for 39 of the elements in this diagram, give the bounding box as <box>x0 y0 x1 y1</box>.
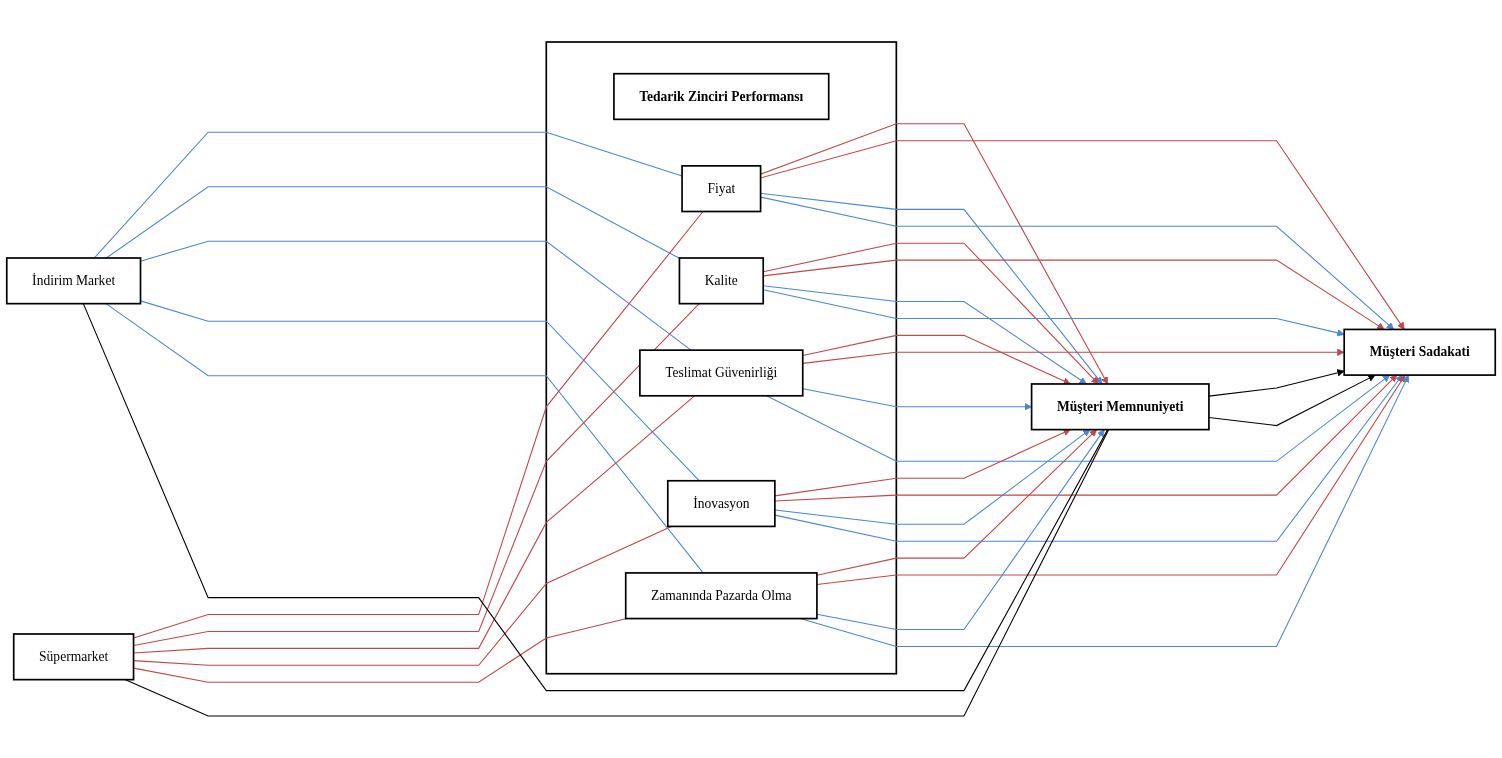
arrow <box>1208 369 1345 397</box>
node-box: Fiyat <box>681 165 762 213</box>
arrow <box>816 374 1406 585</box>
arrow <box>766 374 1391 462</box>
arrow <box>760 196 1395 330</box>
node-box: İndirim Market <box>5 257 142 305</box>
node-box: Kalite <box>678 257 765 305</box>
arrow <box>802 388 1032 411</box>
connector <box>133 395 696 654</box>
node-box: İnovasyon <box>666 479 776 528</box>
connector <box>133 210 704 639</box>
connector <box>139 300 700 482</box>
connector <box>133 525 672 666</box>
arrow <box>774 374 1398 502</box>
connector <box>93 131 683 259</box>
node-box: Süpermarket <box>12 633 135 681</box>
arrow <box>1208 374 1376 427</box>
node-box: Müşteri Memnuniyeti <box>1030 383 1210 431</box>
connector <box>105 186 680 259</box>
connector <box>105 303 704 574</box>
node-box: Teslimat Güvenirliği <box>639 349 804 397</box>
arrow <box>802 348 1345 364</box>
connector <box>124 429 1110 717</box>
arrow <box>774 429 1071 497</box>
arrow <box>816 429 1105 631</box>
connector <box>82 303 1109 692</box>
arrow <box>774 429 1091 525</box>
arrow <box>816 429 1098 576</box>
node-box: Zamanında Pazarda Olma <box>624 572 818 620</box>
cluster <box>545 41 898 675</box>
arrow <box>802 334 1071 385</box>
connector <box>133 618 628 683</box>
arrow <box>760 123 1108 385</box>
arrow <box>774 374 1403 542</box>
arrow <box>760 140 1405 330</box>
arrow <box>760 192 1103 385</box>
node-box: Tedarik Zinciri Performansı <box>613 72 830 121</box>
node-box: Müşteri Sadakati <box>1343 328 1497 376</box>
connector <box>133 303 700 647</box>
